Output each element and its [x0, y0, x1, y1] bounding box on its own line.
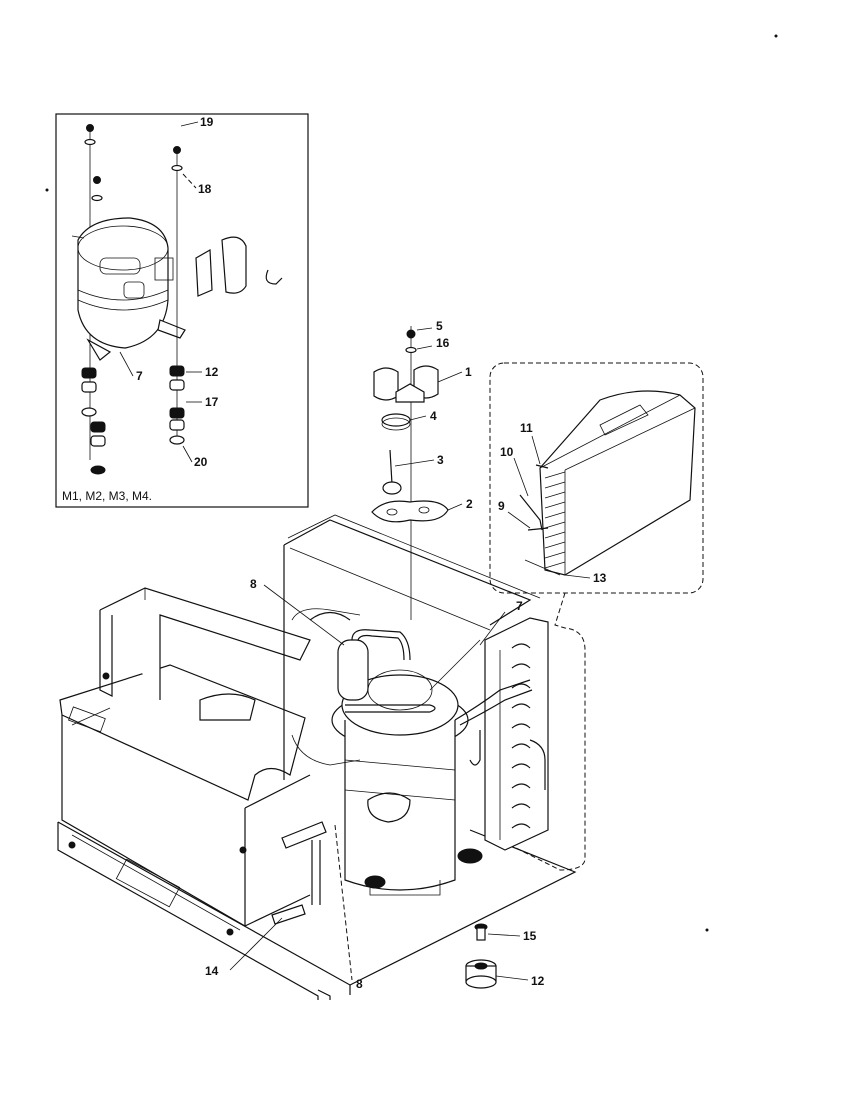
terminal-cover-parts	[195, 236, 283, 297]
coil-fins	[544, 471, 566, 569]
callout-12-inset: 12	[205, 365, 219, 379]
screw	[226, 928, 234, 936]
callout-20: 20	[194, 455, 208, 469]
callout-8-bottom: 8	[356, 977, 363, 991]
callout-16-main: 16	[436, 336, 450, 350]
callout-12-main: 12	[531, 974, 545, 988]
callout-15: 15	[523, 929, 537, 943]
coil-assembly	[519, 390, 696, 576]
right-stud-stack	[169, 146, 185, 445]
main-unit: 7 8 8 14	[57, 514, 577, 1000]
callout-8-top: 8	[250, 577, 257, 591]
callout-11: 11	[520, 421, 533, 435]
main-compressor	[331, 669, 469, 896]
callout-17: 17	[205, 395, 219, 409]
callout-13: 13	[593, 571, 607, 585]
bolt-15	[474, 923, 521, 941]
screw	[68, 841, 76, 849]
callout-5: 5	[436, 319, 443, 333]
callout-4: 4	[430, 409, 437, 423]
callout-18: 18	[198, 182, 212, 196]
callout-7-inset: 7	[136, 369, 143, 383]
refrigerant-tubing	[309, 611, 533, 766]
compressor-inset: 19 18 7 12 17 20 M1, M2, M3, M4.	[55, 113, 309, 508]
loose-parts: 15 12	[465, 923, 545, 989]
coil-inset-frame	[489, 362, 704, 594]
inset-frame	[55, 113, 309, 508]
coil-tube-bends	[511, 643, 531, 829]
exploded-parts: 5 16 1 4 3 2	[371, 319, 473, 620]
callout-19: 19	[200, 115, 214, 129]
callout-7-main: 7	[516, 599, 523, 613]
callout-3: 3	[437, 453, 444, 467]
condenser-coil	[484, 617, 549, 851]
callout-14: 14	[205, 964, 219, 978]
model-note: M1, M2, M3, M4.	[62, 489, 152, 503]
screw	[239, 846, 247, 854]
callout-2: 2	[466, 497, 473, 511]
grommet-12	[465, 959, 529, 989]
callout-1: 1	[465, 365, 472, 379]
scroll-panel	[99, 587, 311, 721]
blower-housing	[59, 664, 311, 931]
partition	[283, 514, 541, 780]
callout-10: 10	[500, 445, 514, 459]
mount-left	[364, 875, 386, 889]
callout-9: 9	[498, 499, 505, 513]
evap-outline	[291, 608, 361, 621]
mount-right	[457, 848, 483, 864]
coil-inset: 11 10 9 13	[489, 362, 704, 594]
left-stud-stack	[81, 124, 106, 475]
inset-compressor	[71, 217, 186, 361]
coil-link-outline	[499, 592, 586, 871]
base-pan	[57, 821, 577, 986]
